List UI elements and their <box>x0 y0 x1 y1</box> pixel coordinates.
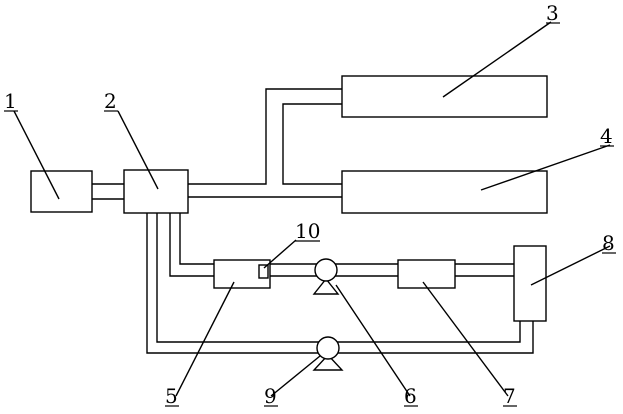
leader-4 <box>480 144 611 191</box>
leader-1 <box>13 110 60 200</box>
callout-2: 2 <box>104 89 117 113</box>
callout-4: 4 <box>600 124 613 148</box>
component-8-box <box>513 245 547 322</box>
leader-9 <box>270 355 321 397</box>
leader-8 <box>530 245 611 286</box>
callout-8: 8 <box>602 231 615 255</box>
component-1-box <box>30 170 93 213</box>
component-10-box <box>258 264 269 279</box>
callout-10: 10 <box>295 219 320 243</box>
leader-7 <box>422 281 509 397</box>
pipe-1-to-2 <box>92 183 124 200</box>
component-4-box <box>341 170 548 214</box>
pipe-7-to-8 <box>455 263 514 277</box>
callout-6: 6 <box>404 384 417 408</box>
callout-1: 1 <box>4 89 17 113</box>
callout-7: 7 <box>503 384 516 408</box>
leader-5 <box>175 281 235 397</box>
pump-9-icon <box>312 336 344 371</box>
component-7-box <box>397 259 456 289</box>
pipe-return-loop <box>146 213 534 354</box>
leader-6 <box>335 284 411 397</box>
callout-9: 9 <box>264 384 277 408</box>
callout-5: 5 <box>165 384 178 408</box>
leader-2 <box>117 110 159 190</box>
component-2-box <box>123 169 189 214</box>
leader-3 <box>442 21 552 98</box>
pipe-2-to-5 <box>169 213 214 277</box>
callout-3: 3 <box>546 1 559 25</box>
pump-6-icon <box>312 258 340 295</box>
pipe-2-to-3-and-4 <box>188 88 342 198</box>
leader-10 <box>263 239 297 269</box>
